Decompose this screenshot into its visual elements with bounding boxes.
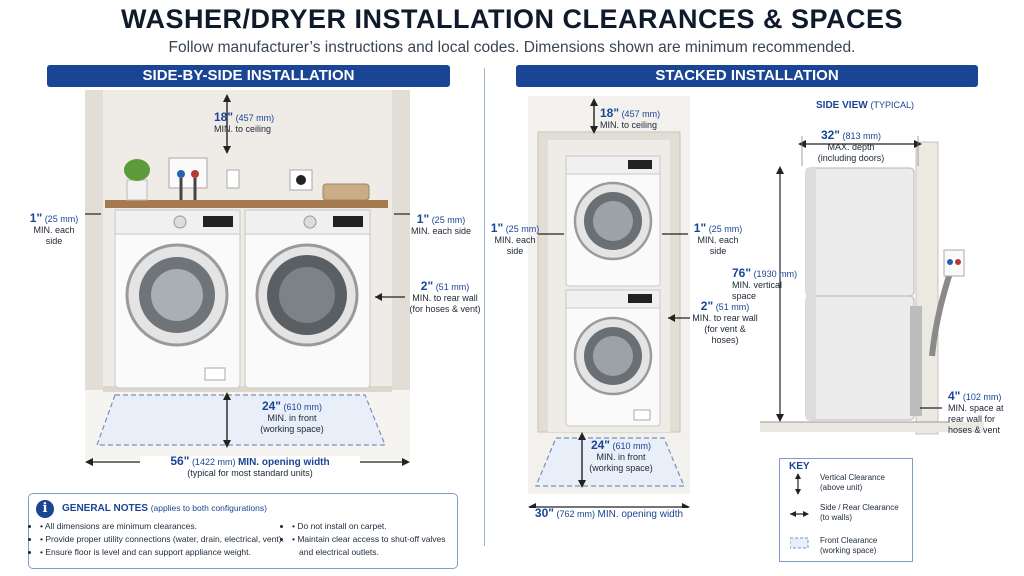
dryer [244, 209, 371, 389]
side-view-illustration [760, 136, 984, 435]
stk-front-dim: 24" (610 mm) MIN. in front (working spac… [589, 438, 653, 473]
key-title: KEY [789, 461, 810, 472]
sbs-front-dim: 24" (610 mm) MIN. in front (working spac… [260, 399, 324, 434]
stacked-illustration [528, 96, 690, 494]
sbs-left-side-dim: 1" (25 mm) MIN. each side [29, 211, 79, 246]
notes-left-list: All dimensions are minimum clearances. P… [40, 520, 290, 559]
sbs-ceiling-dim: 18" (457 mm) MIN. to ceiling [214, 110, 275, 134]
plant [124, 159, 150, 181]
note-item: Maintain clear access to shut-off valves [292, 533, 452, 546]
note-item: All dimensions are minimum clearances. [40, 520, 290, 533]
key-side-rear: Side / Rear Clearance(to walls) [820, 503, 899, 522]
side-view-depth-dim: 32" (813 mm) MAX. depth (including doors… [817, 128, 885, 163]
washer [114, 209, 241, 389]
side-by-side-illustration [85, 90, 410, 460]
note-item: Do not install on carpet. [292, 520, 452, 533]
notes-right-list: Do not install on carpet. Maintain clear… [292, 520, 452, 559]
stk-left-side-dim: 1" (25 mm) MIN. each side [490, 221, 540, 256]
sbs-rear-dim: 2" (51 mm) MIN. to rear wall (for hoses … [409, 279, 481, 314]
side-view-valve-box [943, 249, 965, 277]
outlet [226, 169, 240, 189]
stk-ceiling-dim: 18" (457 mm) MIN. to ceiling [600, 106, 661, 130]
shelf [105, 200, 388, 208]
note-item: and electrical outlets. [299, 547, 379, 557]
stk-opening-dim: 30" (762 mm) MIN. opening width [526, 507, 692, 520]
key-vertical: Vertical Clearance(above unit) [820, 473, 885, 492]
side-view-label: SIDE VIEW (TYPICAL) [816, 100, 914, 111]
page-title: WASHER/DRYER INSTALLATION CLEARANCES & S… [120, 4, 904, 34]
key-icons [790, 473, 809, 549]
stk-rear-dim: 2" (51 mm) MIN. to rear wall (for vent &… [692, 299, 758, 345]
front-clearance-zone [96, 394, 386, 446]
side-view-units [805, 167, 922, 421]
stacked-front-clearance-zone [535, 437, 685, 487]
info-icon: i [36, 500, 54, 518]
note-item: Ensure floor is level and can support ap… [40, 546, 290, 559]
basket [322, 183, 370, 201]
water-box [168, 157, 208, 189]
stk-right-side-dim: 1" (25 mm) MIN. each side [693, 221, 743, 256]
stacked-dryer [565, 155, 661, 287]
key-front: Front Clearance(working space) [820, 536, 878, 555]
stacked-washer [565, 289, 661, 427]
page-subtitle: Follow manufacturer’s instructions and l… [168, 39, 856, 56]
general-notes-title: GENERAL NOTES (applies to both configura… [62, 503, 267, 514]
side-view-vertical-dim: 76" (1930 mm) MIN. vertical space [732, 266, 798, 301]
section-divider [484, 68, 485, 546]
sbs-right-side-dim: 1" (25 mm) MIN. each side [410, 212, 472, 236]
side-view-rear-dim: 4" (102 mm) MIN. space at rear wall for … [948, 389, 1004, 435]
side-by-side-banner: SIDE-BY-SIDE INSTALLATION [47, 65, 450, 87]
stacked-banner: STACKED INSTALLATION [516, 65, 978, 87]
note-item: Provide proper utility connections (wate… [40, 533, 290, 546]
sbs-opening-dim: 56" (1422 mm) MIN. opening width (typica… [140, 455, 360, 479]
